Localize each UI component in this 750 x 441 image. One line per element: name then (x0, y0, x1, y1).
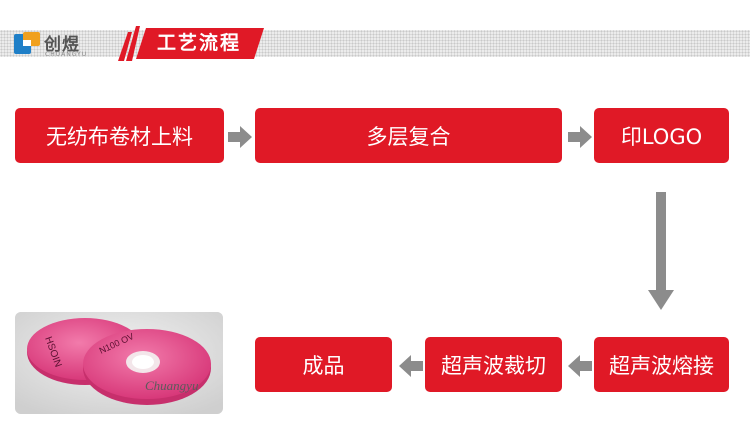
brand-name: 创煜 (44, 35, 80, 55)
arrow-right-icon (568, 126, 592, 148)
step-finished-product: 成品 (255, 337, 392, 392)
arrow-left-icon (399, 355, 423, 377)
arrow-left-icon (568, 355, 592, 377)
product-photo: HSOIN N100 OV Chuangyu (15, 312, 223, 414)
step-ultrasonic-cutting: 超声波裁切 (425, 337, 562, 392)
filter-pads-image: HSOIN N100 OV (15, 312, 223, 414)
step-nonwoven-feed: 无纺布卷材上料 (15, 108, 224, 163)
step-ultrasonic-welding: 超声波熔接 (594, 337, 729, 392)
step-print-logo: 印LOGO (594, 108, 729, 163)
arrow-down-icon (648, 192, 674, 310)
title-tab-shape (118, 26, 264, 61)
step-multilayer-lamination: 多层复合 (255, 108, 562, 163)
brand-logo-icon (14, 32, 40, 54)
section-title: 工艺流程 (156, 32, 241, 54)
arrow-right-icon (228, 126, 252, 148)
section-title-tab: 工艺流程 (118, 24, 264, 61)
photo-watermark: Chuangyu (145, 378, 199, 393)
brand-sub: CHUANGYU (45, 51, 88, 58)
brand-logo: 创煜 CHUANGYU (14, 29, 124, 59)
